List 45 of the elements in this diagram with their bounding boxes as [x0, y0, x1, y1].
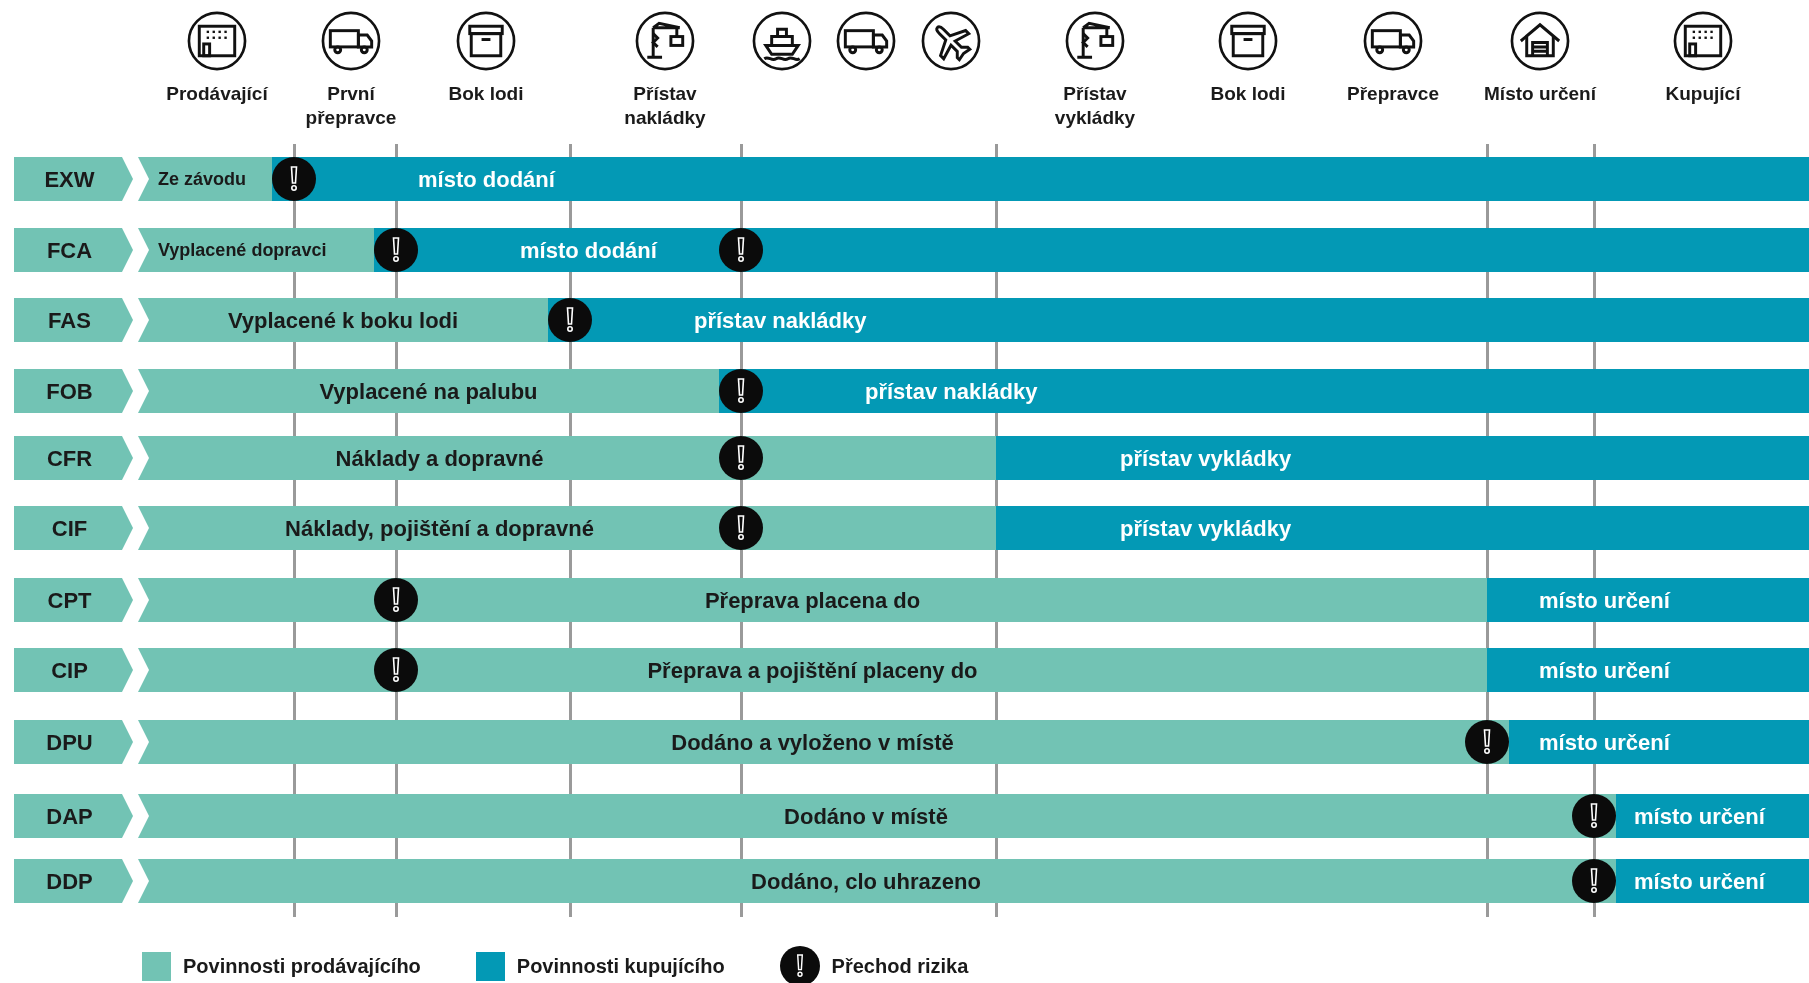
seller-bar: Dodáno, clo uhrazeno [138, 859, 1616, 903]
legend-label: Přechod rizika [831, 954, 969, 979]
buyer-bar: místo určení [1487, 648, 1809, 692]
column-label: Bok lodi [1210, 82, 1286, 106]
term-code-tag: FOB [14, 369, 133, 413]
term-code-tag: CIP [14, 648, 133, 692]
seller-bar: Dodáno a vyloženo v místě [138, 720, 1509, 764]
buyer-bar: přístav vykládky [996, 506, 1809, 550]
term-code-tag: DAP [14, 794, 133, 838]
term-code-tag: FAS [14, 298, 133, 342]
legend-label: Povinnosti kupujícího [516, 954, 725, 979]
seller-bar: Vyplacené na palubu [138, 369, 719, 413]
seller-bar: Náklady, pojištění a dopravné [138, 506, 996, 550]
seller-bar: Vyplacené dopravci [138, 228, 374, 272]
buyer-bar: přístav vykládky [996, 436, 1809, 480]
buyer-bar: místo určení [1616, 859, 1809, 903]
seller-bar: Dodáno v místě [138, 794, 1616, 838]
buyer-bar: místo určení [1616, 794, 1809, 838]
term-code-tag: CPT [14, 578, 133, 622]
buyer-bar: místo dodání [272, 157, 1809, 201]
column-label: Prodávající [166, 82, 268, 106]
legend-label: Povinnosti prodávajícího [183, 954, 421, 979]
seller-bar: Přeprava placena do [138, 578, 1487, 622]
term-code-tag: CIF [14, 506, 133, 550]
column-label: Bok lodi [448, 82, 524, 106]
buyer-bar: místo určení [1487, 578, 1809, 622]
buyer-bar: přístav nakládky [719, 369, 1809, 413]
buyer-bar: místo dodání [374, 228, 1809, 272]
column-label: Kupující [1665, 82, 1741, 106]
term-code-tag: CFR [14, 436, 133, 480]
buyer-bar: místo určení [1509, 720, 1809, 764]
term-code-tag: DPU [14, 720, 133, 764]
column-label: Přístav vykládky [1053, 82, 1137, 130]
term-code-tag: DDP [14, 859, 133, 903]
seller-bar: Náklady a dopravné [138, 436, 996, 480]
seller-bar: Ze závodu [138, 157, 272, 201]
column-label: Místo určení [1484, 82, 1596, 106]
seller-bar: Přeprava a pojištění placeny do [138, 648, 1487, 692]
buyer-bar: přístav nakládky [548, 298, 1809, 342]
column-label: První přepravce [304, 82, 398, 130]
term-code-tag: FCA [14, 228, 133, 272]
column-label: Přístav nakládky [623, 82, 707, 130]
term-code-tag: EXW [14, 157, 133, 201]
seller-bar: Vyplacené k boku lodi [138, 298, 548, 342]
column-label: Přepravce [1347, 82, 1439, 106]
